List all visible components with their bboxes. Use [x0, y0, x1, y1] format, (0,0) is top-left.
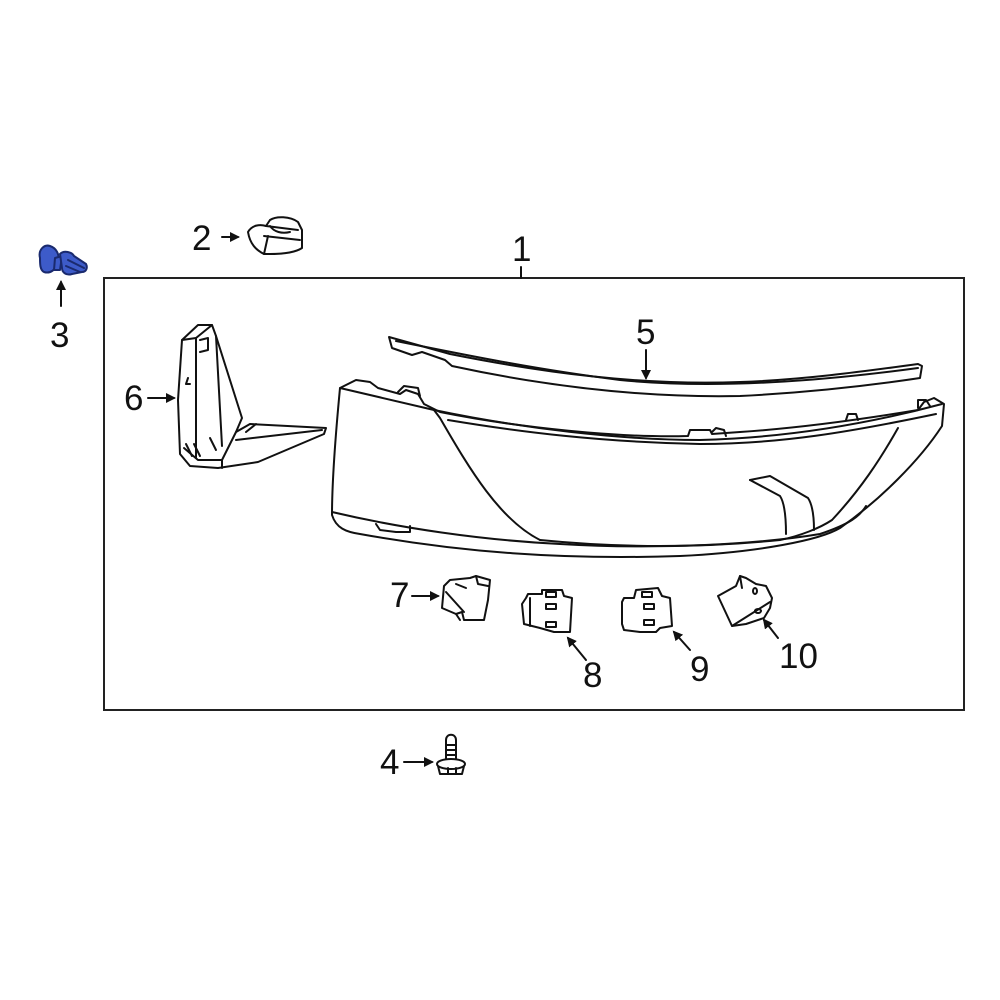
- part-9-retainer-bracket-icon[interactable]: [621, 587, 691, 651]
- part-3-push-pin-icon[interactable]: [38, 244, 88, 307]
- callout-10[interactable]: 10: [779, 637, 818, 676]
- callout-6[interactable]: 6: [124, 379, 144, 418]
- callout-5[interactable]: 5: [636, 313, 656, 352]
- assembly-frame: [103, 277, 965, 711]
- part-6-corner-bracket-icon[interactable]: [147, 324, 327, 469]
- callout-9[interactable]: 9: [690, 650, 710, 689]
- part-2-retainer-clip-icon[interactable]: [221, 216, 303, 255]
- callout-7[interactable]: 7: [390, 576, 410, 615]
- callout-3[interactable]: 3: [50, 316, 70, 355]
- bumper-trim-panel-icon[interactable]: [331, 379, 945, 559]
- part-4-flange-screw-icon[interactable]: [403, 733, 466, 775]
- callout-2[interactable]: 2: [192, 219, 212, 258]
- callout-1[interactable]: 1: [512, 230, 532, 269]
- callout-4[interactable]: 4: [380, 743, 400, 782]
- part-8-retainer-bracket-icon[interactable]: [521, 589, 587, 661]
- part-5-molding-strip-icon[interactable]: [388, 336, 923, 398]
- part-7-mounting-clip-icon[interactable]: [411, 575, 491, 621]
- callout-8[interactable]: 8: [583, 656, 603, 695]
- part-10-angled-bracket-icon[interactable]: [717, 575, 779, 639]
